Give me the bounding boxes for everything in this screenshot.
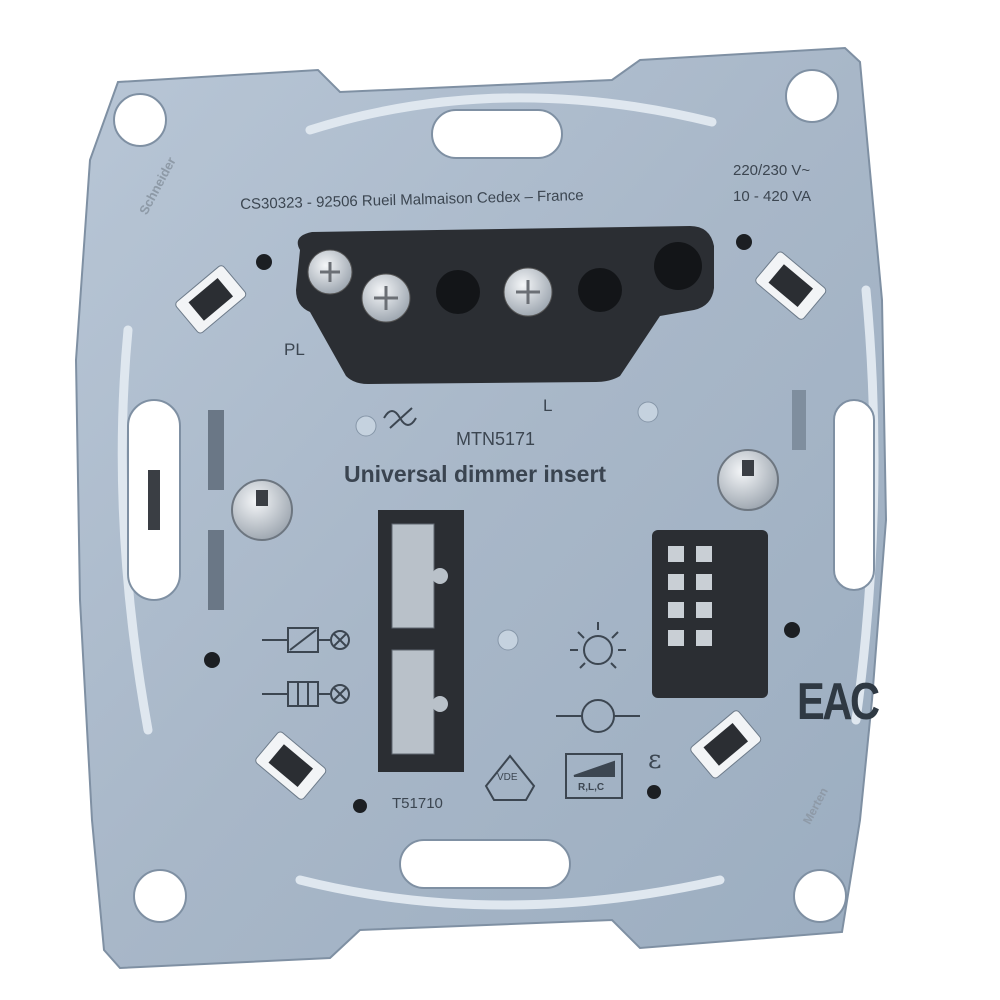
dimmer-symbol-icon (383, 407, 417, 429)
left-arc-slot (117, 325, 153, 735)
corner-hole-br (793, 869, 847, 923)
top-arc-slot (305, 93, 717, 135)
product-title: Universal dimmer insert (344, 461, 607, 487)
rivet-center (497, 629, 519, 651)
lamp-symbol-icon (570, 622, 626, 669)
bottom-slot (399, 839, 571, 889)
rivet-left (355, 415, 377, 437)
terminal-hole-1 (436, 270, 480, 314)
rivet-right (637, 401, 659, 423)
vde-mark-icon (484, 754, 536, 801)
rating-voltage: 220/230 V~ (733, 162, 811, 179)
rating-power: 10 - 420 VA (733, 188, 812, 205)
hole-small-2 (736, 234, 752, 250)
hole-small-6 (647, 785, 661, 799)
claw-bl (255, 731, 327, 800)
terminal-screw-slots (320, 262, 540, 310)
terminal-block (296, 226, 714, 384)
left-mechanism (148, 470, 160, 530)
transformer-symbol-icon (262, 627, 350, 653)
socket-pins (668, 546, 712, 646)
right-slot (833, 399, 875, 591)
electronic-transformer-symbol-icon (262, 681, 350, 707)
vde-mark-text: VDE (497, 772, 518, 783)
claw-tl (175, 265, 247, 334)
eac-mark: EAC (797, 673, 880, 731)
mounting-plate (74, 46, 888, 970)
terminal-l-label: L (543, 396, 553, 415)
bottom-arc-slot (295, 875, 725, 910)
hole-small-5 (353, 799, 367, 813)
hole-small-4 (784, 622, 800, 638)
epsilon-mark-icon: ε (648, 745, 661, 775)
reference-number: T51710 (392, 795, 443, 812)
top-slot (431, 109, 563, 159)
model-number: MTN5171 (456, 429, 536, 449)
terminal-hole-3 (654, 242, 702, 290)
corner-hole-bl (133, 869, 187, 923)
fixing-screw-right (717, 449, 779, 511)
terminal-pl-label: PL (284, 340, 305, 359)
corner-hole-tl (113, 93, 167, 147)
claw-tr (755, 251, 827, 320)
load-symbol-icon (556, 699, 640, 733)
hole-small-1 (256, 254, 272, 270)
corner-hole-tr (785, 69, 839, 123)
terminal-hole-2 (578, 268, 622, 312)
fixing-screw-left (231, 479, 293, 541)
rlc-symbol-icon (565, 753, 623, 799)
load-types-text: R,L,C (578, 782, 605, 793)
hole-small-3 (204, 652, 220, 668)
claw-br (690, 710, 762, 779)
